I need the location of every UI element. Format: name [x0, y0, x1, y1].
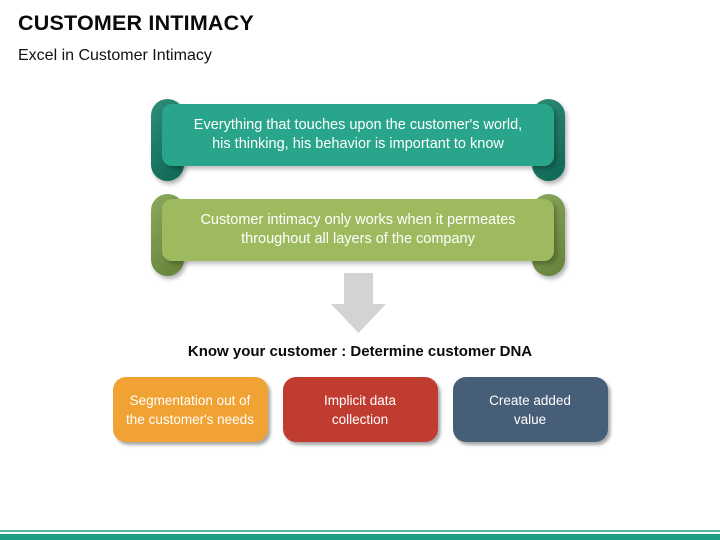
- page-title: CUSTOMER INTIMACY: [18, 11, 254, 35]
- box-implicit-data: Implicit data collection: [282, 377, 438, 442]
- box-text-line: collection: [331, 411, 389, 427]
- section-heading: Know your customer : Determine customer …: [187, 343, 533, 360]
- box-text-line: Create added: [489, 392, 571, 408]
- footer-accent-line: [0, 530, 720, 532]
- box-text-line: value: [513, 411, 547, 427]
- teal-banner-text-line: his thinking, his behavior is important …: [212, 136, 504, 152]
- green-banner-text-line: throughout all layers of the company: [241, 231, 475, 247]
- action-boxes-row: Segmentation out of the customer's needs…: [0, 377, 720, 442]
- down-arrow-icon: [344, 273, 373, 304]
- green-banner-text-line: Customer intimacy only works when it per…: [200, 212, 516, 228]
- down-arrow-icon: [331, 304, 386, 333]
- box-text-line: Implicit data: [323, 392, 397, 408]
- box-text-line: Segmentation out of: [129, 392, 251, 408]
- green-scroll-banner: Customer intimacy only works when it per…: [151, 194, 565, 277]
- page-subtitle: Excel in Customer Intimacy: [18, 47, 212, 64]
- green-banner-body: Customer intimacy only works when it per…: [162, 199, 554, 261]
- box-text-line: the customer's needs: [126, 411, 254, 427]
- teal-banner-body: Everything that touches upon the custome…: [162, 104, 554, 166]
- box-added-value: Create added value: [452, 377, 608, 442]
- teal-banner-text-line: Everything that touches upon the custome…: [193, 117, 523, 133]
- footer-accent-bar: [0, 534, 720, 540]
- teal-scroll-banner: Everything that touches upon the custome…: [151, 99, 565, 182]
- box-segmentation: Segmentation out of the customer's needs: [112, 377, 268, 442]
